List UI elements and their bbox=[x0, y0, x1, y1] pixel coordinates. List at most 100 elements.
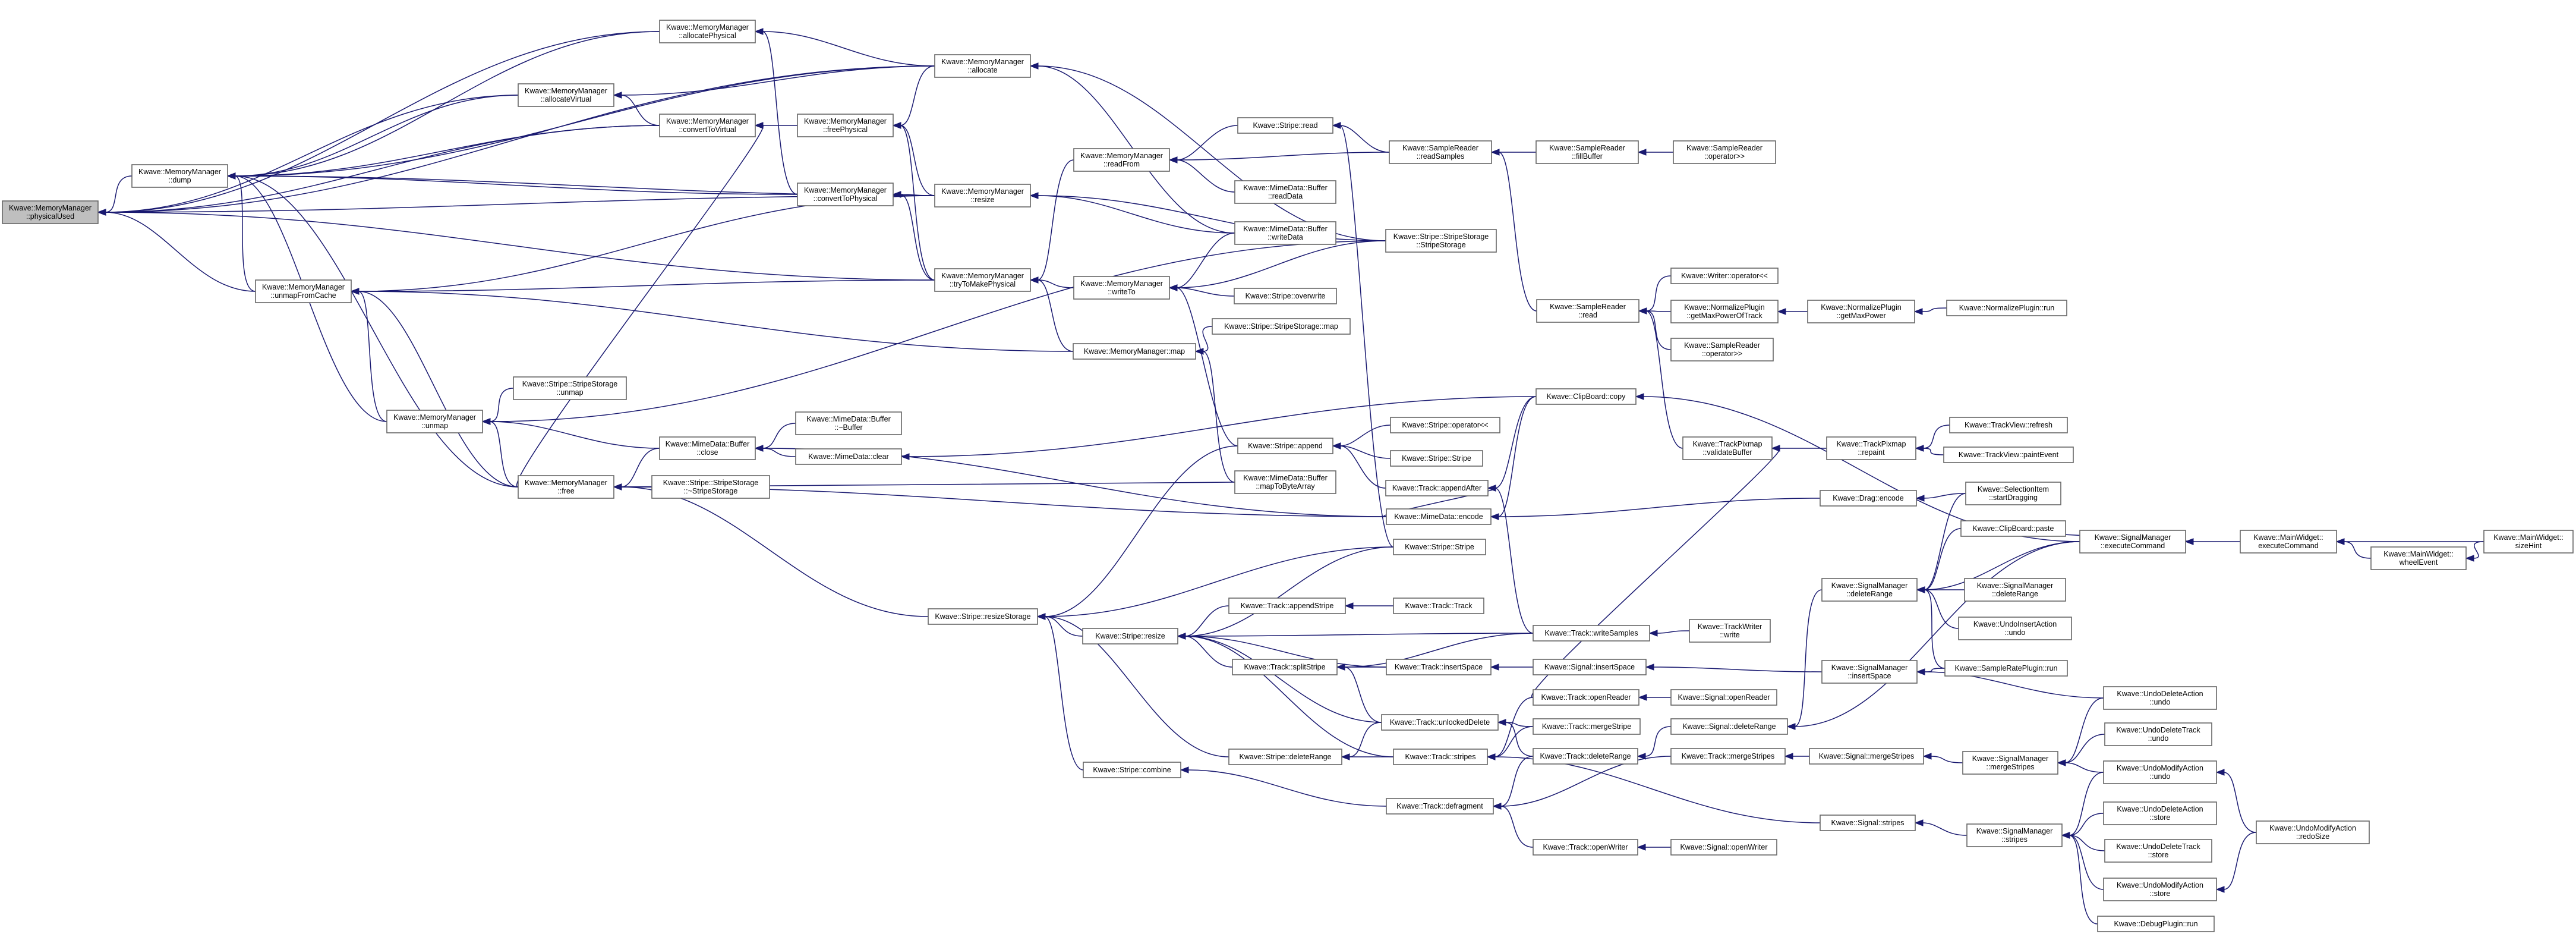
node-mwExecuteCommand[interactable]: Kwave::MainWidget::executeCommand bbox=[2240, 530, 2337, 554]
node-umaRedoSize[interactable]: Kwave::UndoModifyAction::redoSize bbox=[2256, 820, 2370, 844]
node-cbCopy[interactable]: Kwave::ClipBoard::copy bbox=[1535, 388, 1637, 405]
node-stripeStripe[interactable]: Kwave::Stripe::Stripe bbox=[1390, 450, 1483, 467]
node-udtUndo[interactable]: Kwave::UndoDeleteTrack::undo bbox=[2104, 722, 2212, 746]
node-twWrite[interactable]: Kwave::TrackWriter::write bbox=[1689, 619, 1771, 643]
node-ssMap[interactable]: Kwave::Stripe::StripeStorage::map bbox=[1212, 318, 1351, 335]
node-ssUnmap[interactable]: Kwave::Stripe::StripeStorage::unmap bbox=[513, 376, 627, 400]
node-udtStore[interactable]: Kwave::UndoDeleteTrack::store bbox=[2104, 839, 2212, 863]
node-bufClose[interactable]: Kwave::MimeData::Buffer::close bbox=[659, 436, 756, 460]
node-trackOpenReader[interactable]: Kwave::Track::openReader bbox=[1533, 689, 1639, 706]
node-mdClear[interactable]: Kwave::MimeData::clear bbox=[795, 448, 902, 465]
node-trackDeleteRange[interactable]: Kwave::Track::deleteRange bbox=[1533, 748, 1638, 765]
node-allocatePhysical[interactable]: Kwave::MemoryManager::allocatePhysical bbox=[659, 20, 756, 43]
node-convertToPhysical[interactable]: Kwave::MemoryManager::convertToPhysical bbox=[797, 183, 894, 206]
node-stripeOverwrite[interactable]: Kwave::Stripe::overwrite bbox=[1234, 288, 1337, 304]
node-npGetMaxPowerOfTrack[interactable]: Kwave::NormalizePlugin::getMaxPowerOfTra… bbox=[1670, 300, 1779, 323]
node-trackSplitStripe[interactable]: Kwave::Track::splitStripe bbox=[1232, 659, 1338, 675]
node-mwSizeHint[interactable]: Kwave::MainWidget::sizeHint bbox=[2483, 530, 2574, 554]
node-allocate[interactable]: Kwave::MemoryManager::allocate bbox=[934, 54, 1031, 78]
node-sigInsertSpace[interactable]: Kwave::Signal::insertSpace bbox=[1533, 659, 1647, 675]
node-trackWriteSamples[interactable]: Kwave::Track::writeSamples bbox=[1533, 625, 1650, 642]
node-box bbox=[659, 436, 756, 460]
node-allocateVirtual[interactable]: Kwave::MemoryManager::allocateVirtual bbox=[518, 83, 614, 107]
node-label-line: Kwave::SampleReader bbox=[1402, 144, 1478, 152]
node-trackAppendStripe[interactable]: Kwave::Track::appendStripe bbox=[1228, 598, 1346, 614]
node-mwWheelEvent[interactable]: Kwave::MainWidget::wheelEvent bbox=[2370, 546, 2467, 570]
node-dpRun[interactable]: Kwave::DebugPlugin::run bbox=[2097, 916, 2215, 932]
node-sigOpenWriter[interactable]: Kwave::Signal::openWriter bbox=[1670, 839, 1777, 856]
node-trackTrack[interactable]: Kwave::Track::Track bbox=[1393, 598, 1484, 614]
node-tryToMakePhysical[interactable]: Kwave::MemoryManager::tryToMakePhysical bbox=[934, 268, 1031, 292]
node-ssDtor[interactable]: Kwave::Stripe::StripeStorage::~StripeSto… bbox=[651, 475, 770, 499]
node-udaUndo[interactable]: Kwave::UndoDeleteAction::undo bbox=[2103, 686, 2217, 710]
arrowhead bbox=[754, 28, 764, 35]
node-bufReadData[interactable]: Kwave::MimeData::Buffer::readData bbox=[1234, 180, 1336, 204]
node-bufWriteData[interactable]: Kwave::MimeData::Buffer::writeData bbox=[1234, 221, 1336, 245]
node-smDeleteRange2[interactable]: Kwave::SignalManager::deleteRange bbox=[1964, 578, 2066, 602]
node-tpValidateBuffer[interactable]: Kwave::TrackPixmap::validateBuffer bbox=[1682, 436, 1773, 460]
node-umaStore[interactable]: Kwave::UndoModifyAction::store bbox=[2103, 878, 2217, 901]
node-unmap[interactable]: Kwave::MemoryManager::unmap bbox=[386, 410, 483, 433]
node-srRead[interactable]: Kwave::SampleReader::read bbox=[1536, 299, 1639, 323]
node-sigStripes[interactable]: Kwave::Signal::stripes bbox=[1820, 815, 1916, 831]
node-sigMergeStripes[interactable]: Kwave::Signal::mergeStripes bbox=[1809, 748, 1924, 765]
node-free[interactable]: Kwave::MemoryManager::free bbox=[518, 475, 614, 499]
node-resizeStorage[interactable]: Kwave::Stripe::resizeStorage bbox=[928, 608, 1038, 625]
node-mdEncode[interactable]: Kwave::MimeData::encode bbox=[1386, 508, 1492, 525]
node-srOpRR2[interactable]: Kwave::SampleReader::operator>> bbox=[1670, 338, 1774, 361]
node-stripeCombine[interactable]: Kwave::Stripe::combine bbox=[1083, 762, 1181, 778]
node-bufMapToByteArray[interactable]: Kwave::MimeData::Buffer::mapToByteArray bbox=[1234, 470, 1336, 494]
node-tvRefresh[interactable]: Kwave::TrackView::refresh bbox=[1949, 417, 2068, 433]
arrowhead bbox=[1486, 753, 1496, 760]
node-stripeDeleteRange[interactable]: Kwave::Stripe::deleteRange bbox=[1228, 749, 1342, 765]
node-smExecuteCommand[interactable]: Kwave::SignalManager::executeCommand bbox=[2079, 530, 2186, 554]
node-smInsertSpace[interactable]: Kwave::SignalManager::insertSpace bbox=[1821, 660, 1918, 684]
node-trackInsertSpace[interactable]: Kwave::Track::insertSpace bbox=[1386, 659, 1492, 675]
node-trackUnlockedDelete[interactable]: Kwave::Track::unlockedDelete bbox=[1381, 714, 1499, 731]
node-sigDeleteRange[interactable]: Kwave::Signal::deleteRange bbox=[1670, 718, 1788, 735]
node-srOpRR[interactable]: Kwave::SampleReader::operator>> bbox=[1673, 140, 1776, 164]
node-trackMergeStripe[interactable]: Kwave::Track::mergeStripe bbox=[1533, 718, 1641, 735]
node-physicalUsed[interactable]: Kwave::MemoryManager::physicalUsed bbox=[2, 200, 99, 224]
node-uiaUndo[interactable]: Kwave::UndoInsertAction::undo bbox=[1958, 617, 2072, 640]
node-trackAppendAfter[interactable]: Kwave::Track::appendAfter bbox=[1385, 480, 1489, 496]
node-dump[interactable]: Kwave::MemoryManager::dump bbox=[131, 164, 228, 188]
node-smStripes[interactable]: Kwave::SignalManager::stripes bbox=[1966, 823, 2063, 847]
node-convertToVirtual[interactable]: Kwave::MemoryManager::convertToVirtual bbox=[659, 114, 756, 137]
node-npRun[interactable]: Kwave::NormalizePlugin::run bbox=[1946, 300, 2067, 316]
node-bufDtor[interactable]: Kwave::MimeData::Buffer::~Buffer bbox=[795, 411, 902, 435]
node-siStartDragging[interactable]: Kwave::SelectionItem::startDragging bbox=[1965, 482, 2061, 505]
node-ssCtor[interactable]: Kwave::Stripe::StripeStorage::StripeStor… bbox=[1385, 229, 1497, 253]
node-udaStore[interactable]: Kwave::UndoDeleteAction::store bbox=[2103, 801, 2217, 825]
node-srpRun[interactable]: Kwave::SampleRatePlugin::run bbox=[1944, 660, 2068, 677]
node-mmMap[interactable]: Kwave::MemoryManager::map bbox=[1073, 343, 1196, 360]
node-readFrom[interactable]: Kwave::MemoryManager::readFrom bbox=[1073, 148, 1170, 172]
node-smMergeStripes[interactable]: Kwave::SignalManager::mergeStripes bbox=[1962, 751, 2058, 775]
node-tvPaintEvent[interactable]: Kwave::TrackView::paintEvent bbox=[1943, 447, 2074, 463]
node-tpRepaint[interactable]: Kwave::TrackPixmap::repaint bbox=[1826, 436, 1916, 460]
node-resize[interactable]: Kwave::MemoryManager::resize bbox=[934, 184, 1031, 207]
node-trackDefragment[interactable]: Kwave::Track::defragment bbox=[1386, 798, 1494, 815]
node-trackMergeStripes[interactable]: Kwave::Track::mergeStripes bbox=[1670, 748, 1786, 765]
node-npGetMaxPower[interactable]: Kwave::NormalizePlugin::getMaxPower bbox=[1807, 300, 1915, 323]
node-smDeleteRange[interactable]: Kwave::SignalManager::deleteRange bbox=[1821, 578, 1918, 602]
node-stripeAppend[interactable]: Kwave::Stripe::append bbox=[1237, 438, 1333, 454]
node-sigOpenReader[interactable]: Kwave::Signal::openReader bbox=[1670, 689, 1777, 706]
node-writeTo[interactable]: Kwave::MemoryManager::writeTo bbox=[1073, 276, 1170, 300]
node-trackOpenWriter[interactable]: Kwave::Track::openWriter bbox=[1533, 839, 1638, 856]
node-cbPaste[interactable]: Kwave::ClipBoard::paste bbox=[1960, 520, 2066, 537]
node-srFillBuffer[interactable]: Kwave::SampleReader::fillBuffer bbox=[1535, 140, 1639, 164]
node-dragEncode[interactable]: Kwave::Drag::encode bbox=[1820, 490, 1917, 507]
node-unmapFromCache[interactable]: Kwave::MemoryManager::unmapFromCache bbox=[255, 279, 352, 303]
node-freePhysical[interactable]: Kwave::MemoryManager::freePhysical bbox=[797, 114, 894, 137]
node-stripeOpLL[interactable]: Kwave::Stripe::operator<< bbox=[1390, 417, 1500, 433]
node-stripeResize[interactable]: Kwave::Stripe::resize bbox=[1082, 628, 1178, 644]
node-srReadSamples[interactable]: Kwave::SampleReader::readSamples bbox=[1389, 140, 1492, 164]
node-writerOpLL[interactable]: Kwave::Writer::operator<< bbox=[1670, 268, 1779, 284]
node-stripeStripe2[interactable]: Kwave::Stripe::Stripe bbox=[1393, 539, 1486, 555]
node-box bbox=[1960, 520, 2066, 537]
node-trackStripes[interactable]: Kwave::Track::stripes bbox=[1393, 749, 1488, 765]
node-umaUndo[interactable]: Kwave::UndoModifyAction::undo bbox=[2103, 760, 2217, 784]
arrowhead bbox=[1036, 613, 1046, 620]
node-stripeRead[interactable]: Kwave::Stripe::read bbox=[1237, 117, 1333, 134]
